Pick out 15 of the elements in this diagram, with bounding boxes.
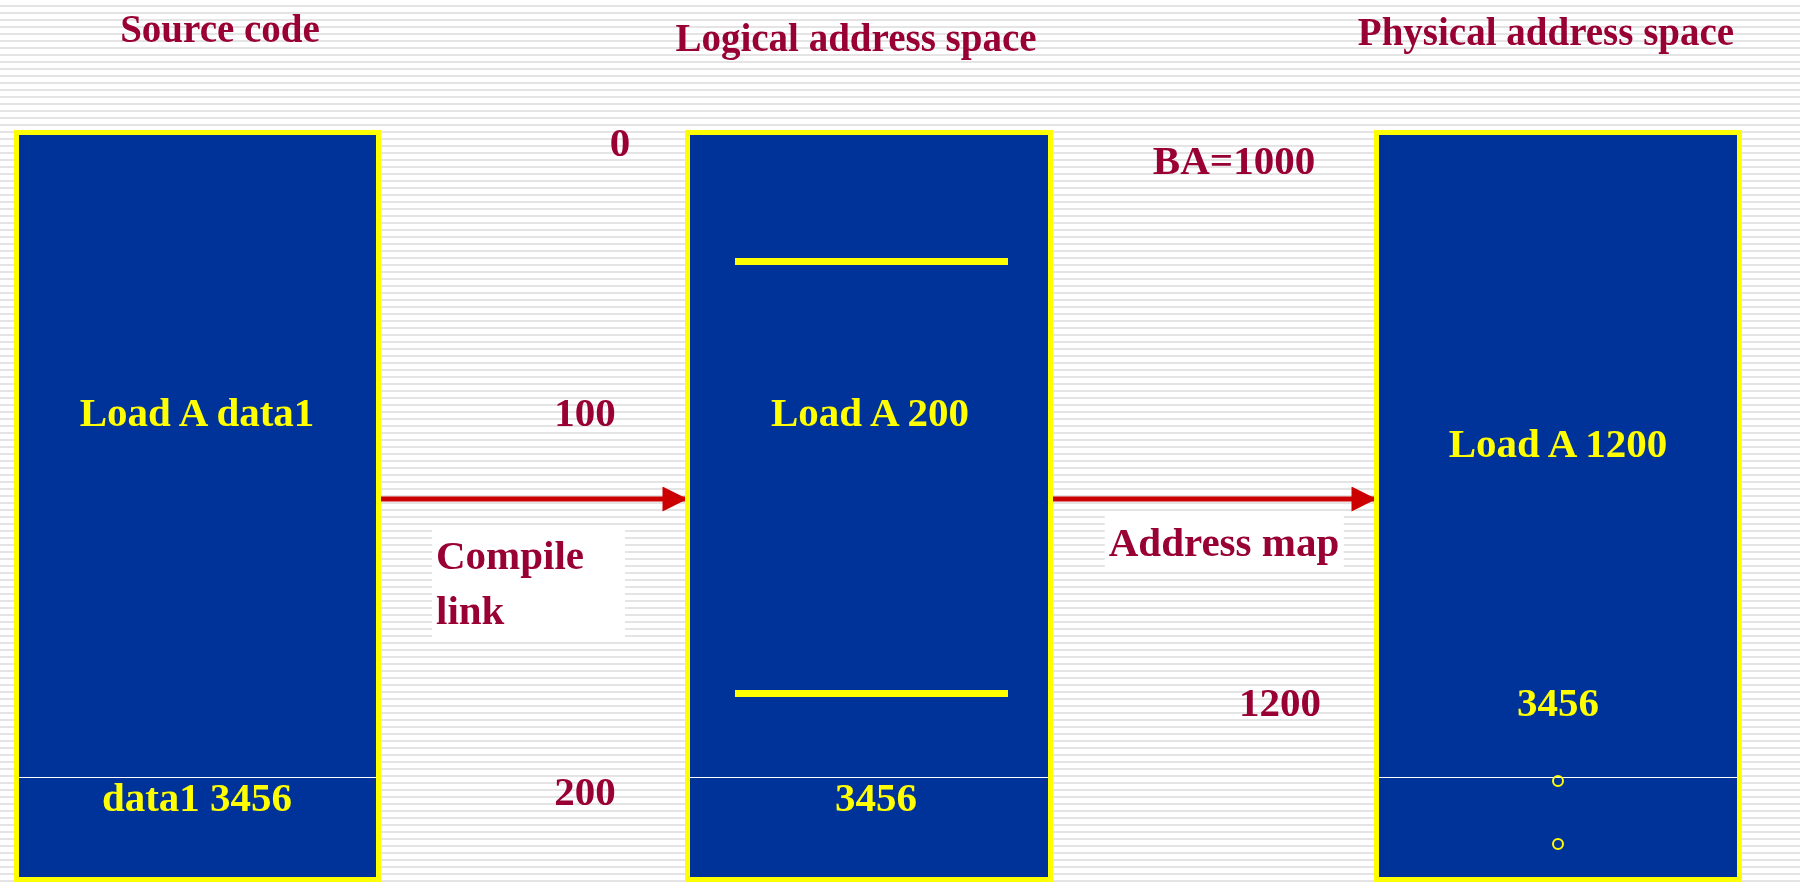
data-text: data1 3456 — [101, 775, 293, 821]
address-label: 200 — [554, 769, 616, 815]
address-label: 100 — [554, 390, 616, 436]
instruction-text: Load A 200 — [770, 390, 970, 436]
column-heading: Source code — [120, 7, 320, 51]
address-label: 0 — [609, 120, 631, 166]
address-label: 1200 — [1239, 680, 1321, 726]
data-text: 3456 — [1517, 680, 1599, 726]
column-heading: Logical address space — [675, 16, 1037, 60]
column-heading: Physical address space — [1357, 10, 1735, 54]
base-address-label: BA=1000 — [1152, 138, 1316, 184]
instruction-text: Load A 1200 — [1448, 421, 1668, 467]
instruction-text: Load A data1 — [79, 390, 315, 436]
edge-label: Compile link — [432, 528, 625, 639]
data-text: 3456 — [835, 775, 917, 821]
